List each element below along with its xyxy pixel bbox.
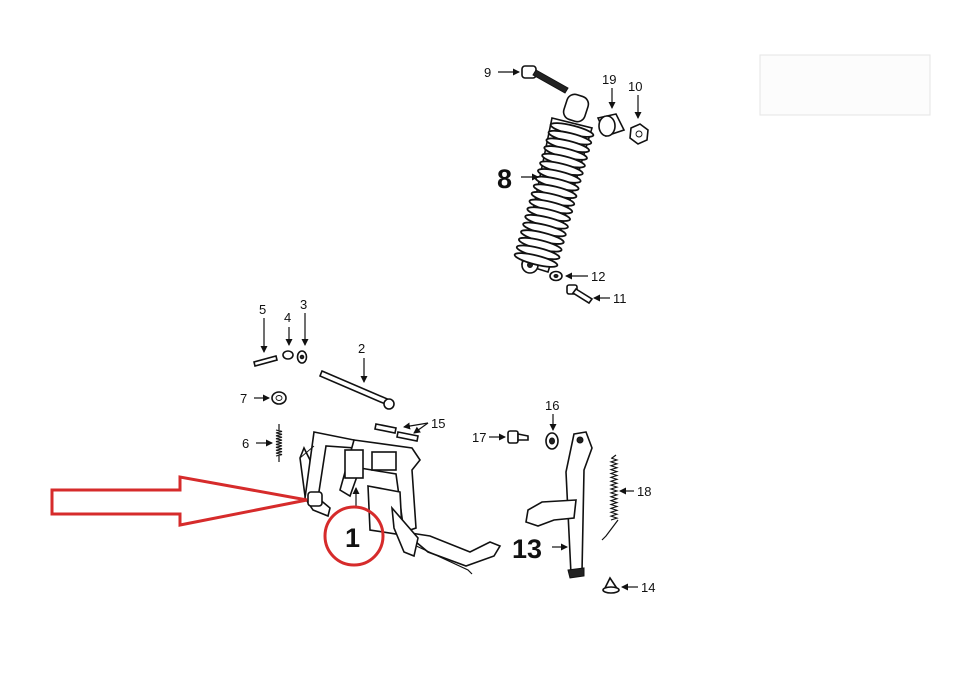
callout-10: 10 bbox=[628, 79, 642, 94]
callout-16: 16 bbox=[545, 398, 559, 413]
part-2-shaft bbox=[318, 369, 395, 410]
callout-15: 15 bbox=[431, 416, 445, 431]
part-18-spring bbox=[601, 454, 619, 541]
callout-2: 2 bbox=[358, 341, 365, 356]
highlight-arrow bbox=[50, 475, 308, 527]
part-4-washer bbox=[282, 350, 294, 360]
part-9-bolt bbox=[521, 65, 569, 94]
callout-4: 4 bbox=[284, 310, 291, 325]
callout-12: 12 bbox=[591, 269, 605, 284]
part-3-clip bbox=[296, 350, 308, 364]
part-15-pins bbox=[374, 423, 419, 442]
part-16-washer bbox=[545, 432, 559, 450]
part-1-main-stand bbox=[299, 431, 502, 575]
part-13-side-stand bbox=[525, 431, 593, 579]
callout-19: 19 bbox=[602, 72, 616, 87]
callout-9: 9 bbox=[484, 65, 491, 80]
callout-14: 14 bbox=[641, 580, 655, 595]
part-6-spring bbox=[275, 424, 283, 462]
highlight-circle bbox=[323, 505, 385, 567]
part-5-pin bbox=[253, 355, 278, 367]
part-12-washer bbox=[549, 270, 563, 282]
callout-5: 5 bbox=[259, 302, 266, 317]
part-7-ring bbox=[271, 391, 287, 405]
watermark-block bbox=[759, 54, 931, 116]
callout-13: 13 bbox=[512, 534, 542, 564]
callout-6: 6 bbox=[242, 436, 249, 451]
part-11-bolt bbox=[566, 284, 594, 305]
part-19-bushing bbox=[596, 113, 626, 137]
callout-7: 7 bbox=[240, 391, 247, 406]
callout-18: 18 bbox=[637, 484, 651, 499]
callout-11: 11 bbox=[613, 291, 627, 306]
callout-3: 3 bbox=[300, 297, 307, 312]
part-8-shock-absorber bbox=[513, 93, 595, 274]
callout-1: 1 bbox=[345, 523, 360, 553]
part-14-stopper bbox=[602, 576, 620, 594]
callout-8: 8 bbox=[497, 164, 512, 194]
part-10-nut bbox=[629, 123, 649, 145]
callout-17: 17 bbox=[472, 430, 486, 445]
part-17-bolt bbox=[507, 430, 529, 444]
